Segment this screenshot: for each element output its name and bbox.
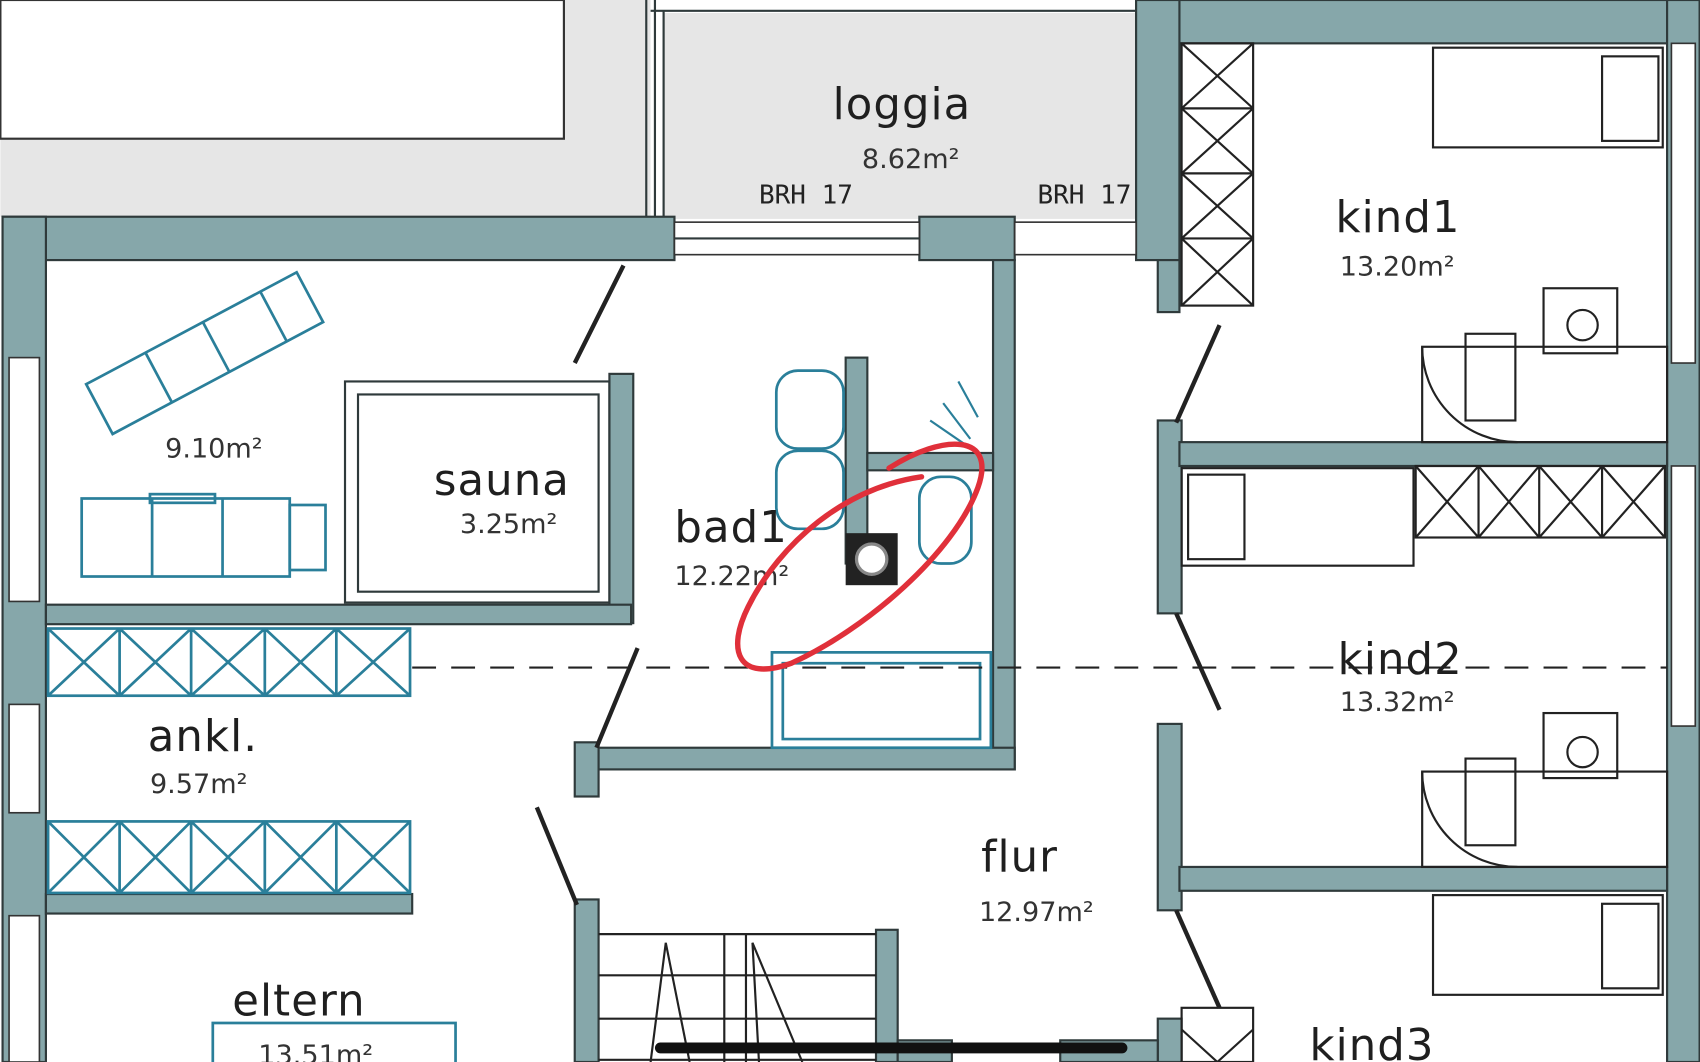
neighbor-roof bbox=[0, 0, 565, 140]
loggia-floor bbox=[663, 13, 1137, 219]
room-area-eltern: 13.51m² bbox=[258, 1040, 373, 1062]
room-name-loggia: loggia bbox=[833, 80, 972, 130]
room-area-flur: 12.97m² bbox=[979, 897, 1094, 928]
sauna-inner bbox=[356, 393, 600, 593]
doors bbox=[534, 264, 1222, 1009]
room-area-bad1: 12.22m² bbox=[674, 561, 789, 592]
room-area-kind1: 13.20m² bbox=[1340, 251, 1455, 282]
bathroom-fixtures bbox=[770, 369, 993, 750]
room-area-kind2: 13.32m² bbox=[1340, 687, 1455, 718]
sun-loungers bbox=[80, 270, 327, 578]
eltern-bed bbox=[211, 1021, 457, 1062]
room-name-kind3: kind3 bbox=[1309, 1021, 1434, 1062]
brh-label: BRH 17 bbox=[1037, 181, 1131, 211]
home-indicator[interactable] bbox=[654, 1042, 1128, 1054]
room-area-loggia: 8.62m² bbox=[862, 144, 960, 175]
brh-label: BRH 17 bbox=[759, 181, 853, 211]
room-area-sauna: 3.25m² bbox=[460, 509, 558, 540]
room-name-kind1: kind1 bbox=[1335, 193, 1460, 243]
room-name-sauna: sauna bbox=[434, 456, 570, 506]
red-markup-circle bbox=[734, 441, 985, 672]
loggia-railing bbox=[645, 0, 1137, 217]
wardrobes bbox=[46, 42, 1667, 1062]
room-name-kind2: kind2 bbox=[1338, 635, 1463, 685]
room-name-ankl: ankl. bbox=[148, 712, 258, 762]
room-area-ankl: 9.57m² bbox=[150, 769, 248, 800]
room-name-flur: flur bbox=[981, 832, 1058, 882]
staircase bbox=[598, 933, 877, 1062]
sauna-cabin bbox=[343, 380, 611, 604]
room-name-eltern: eltern bbox=[232, 976, 365, 1026]
windows bbox=[8, 42, 1697, 1062]
kids-furniture bbox=[1180, 46, 1669, 996]
room-labels: loggia 8.62m² BRH 17 BRH 17 9.10m² sauna… bbox=[148, 80, 1463, 1062]
room-area-wellness: 9.10m² bbox=[165, 433, 263, 464]
room-name-bad1: bad1 bbox=[674, 503, 787, 553]
